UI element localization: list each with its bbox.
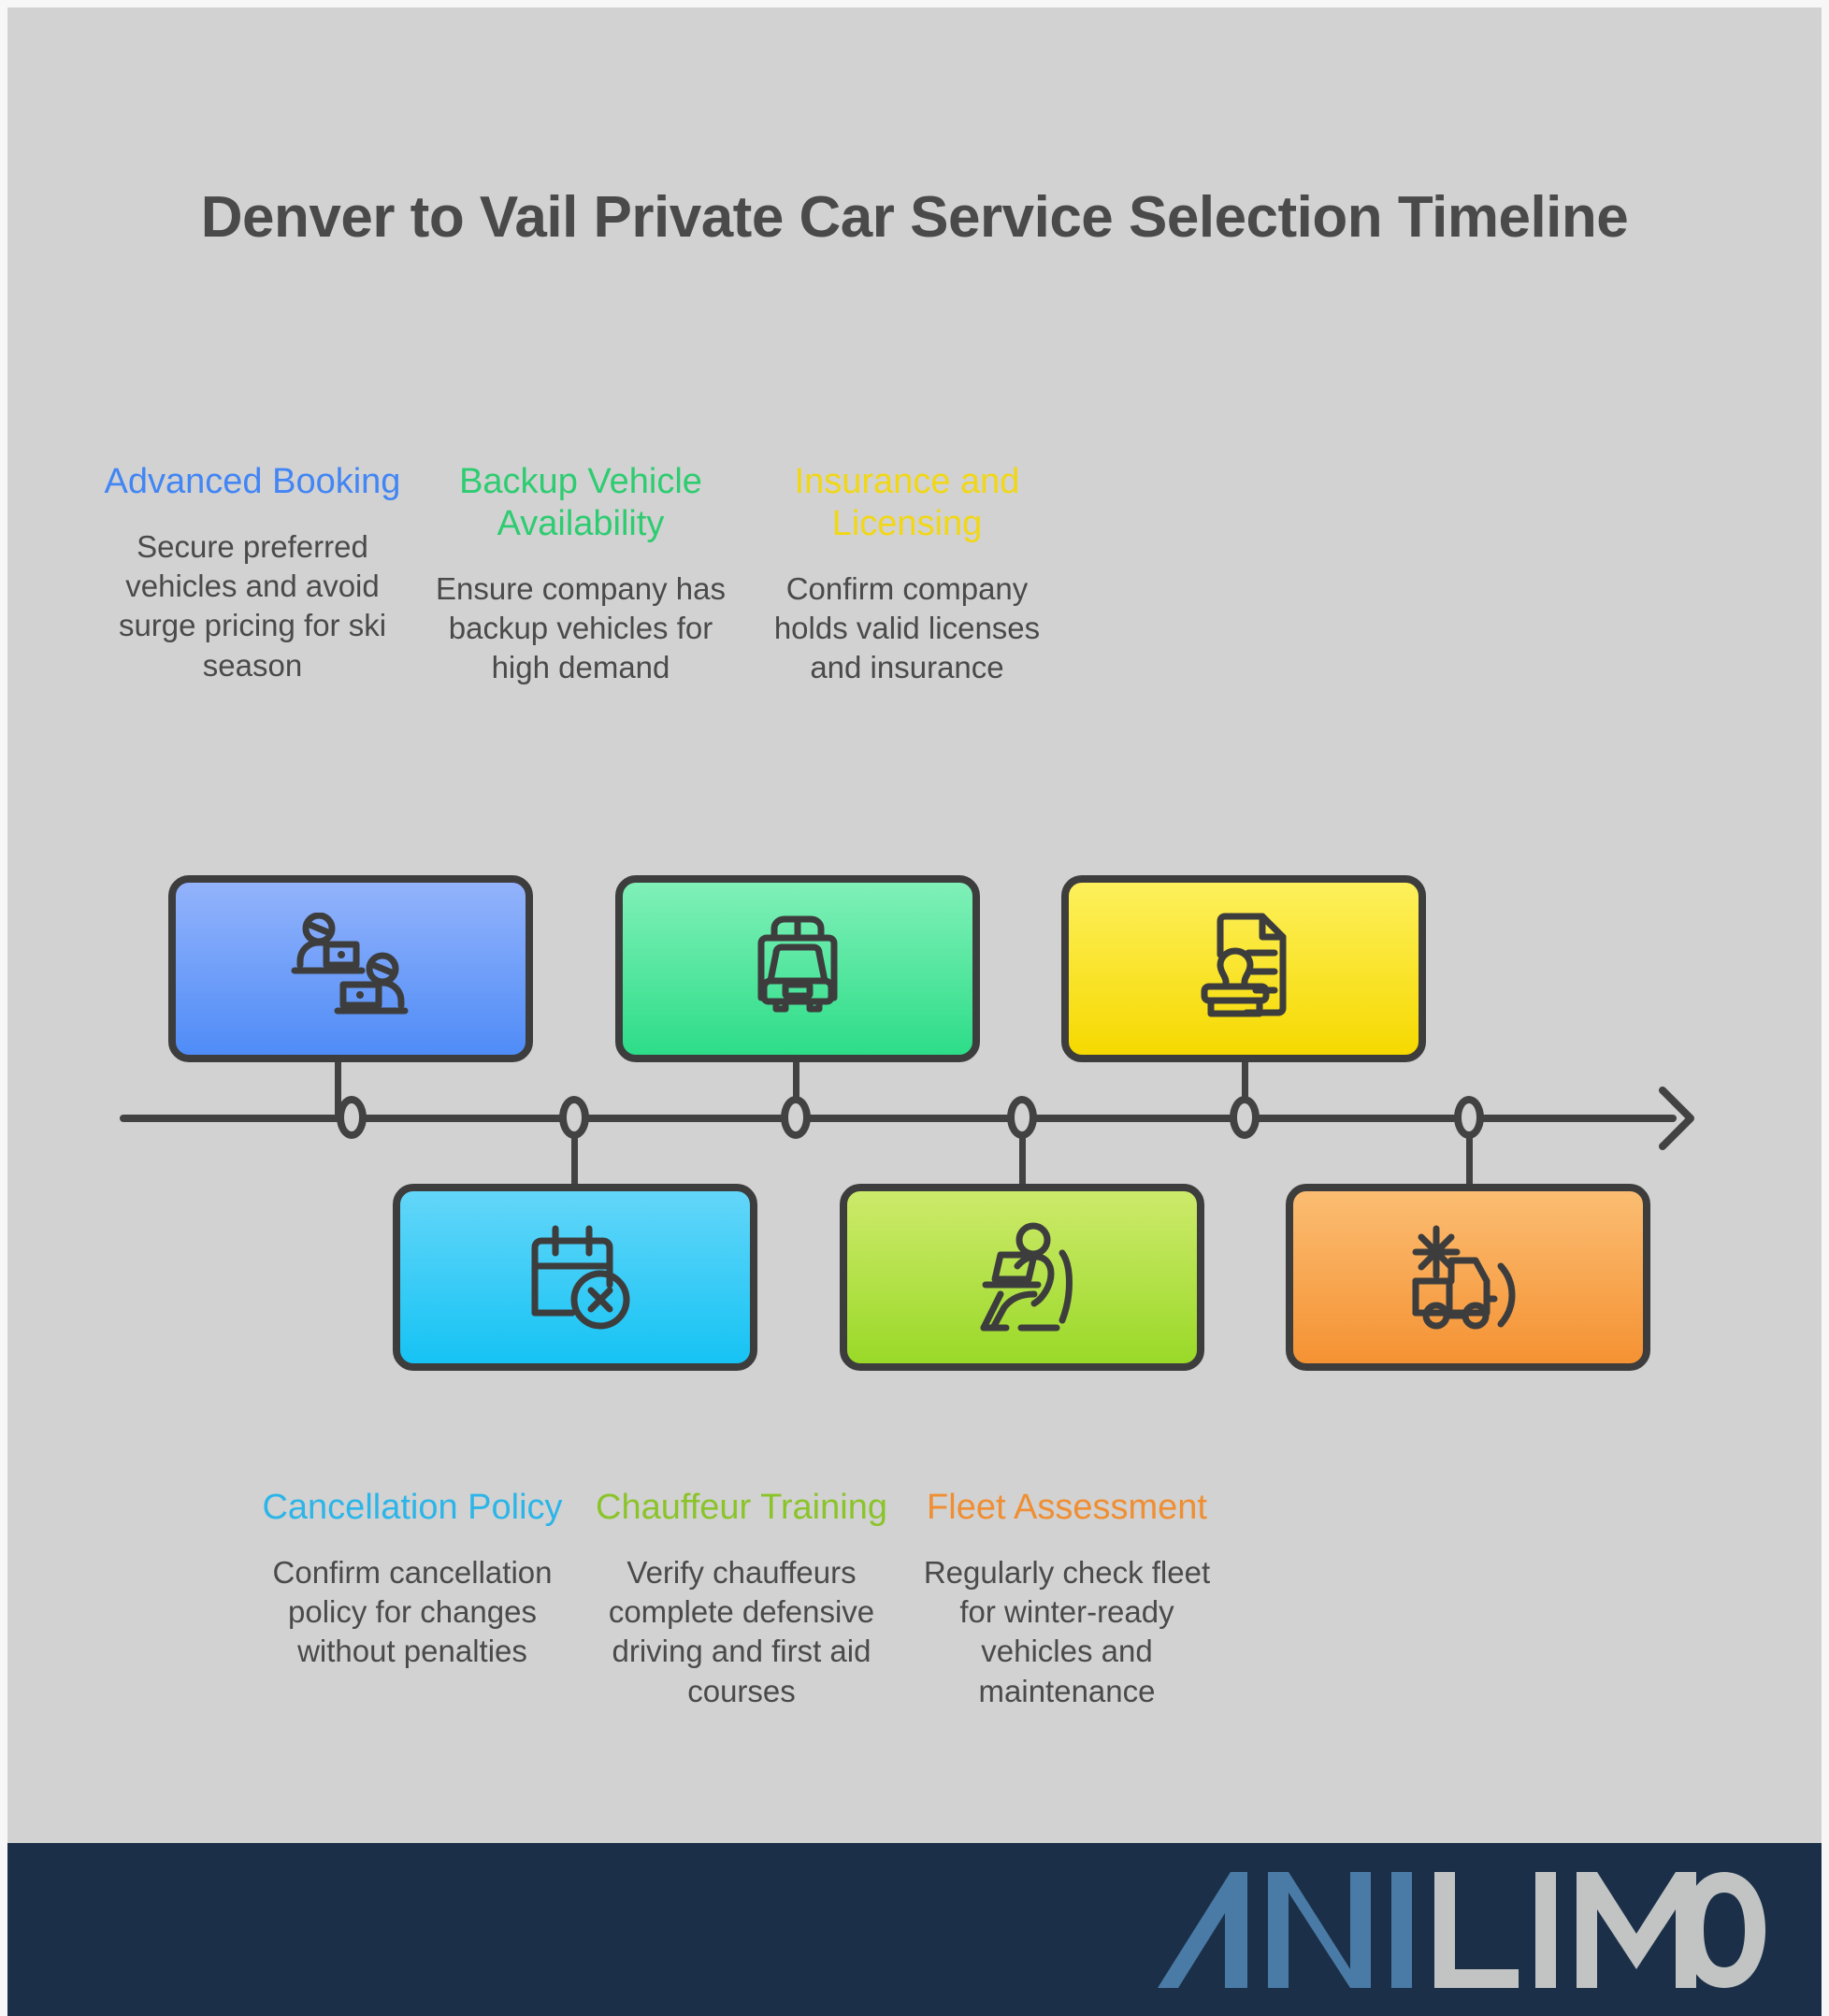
calendar-cancel-icon [514,1219,636,1336]
connector-line [1242,1062,1248,1118]
step-text-insurance-licensing: Insurance and Licensing Confirm company … [753,461,1061,687]
step-text-advanced-booking: Advanced Booking Secure preferred vehicl… [98,461,407,685]
timeline-axis [120,1115,1677,1122]
step-heading: Chauffeur Training [596,1488,887,1527]
brand-logo[interactable] [1158,1860,1775,2000]
step-description: Ensure company has backup vehicles for h… [435,570,726,685]
step-heading: Cancellation Policy [262,1488,563,1527]
connector-line [571,1116,578,1187]
step-card-fleet-assessment[interactable] [1286,1184,1650,1371]
step-description: Secure preferred vehicles and avoid surg… [118,528,387,683]
timeline-marker [1007,1096,1037,1139]
step-card-insurance-licensing[interactable] [1061,875,1426,1062]
step-card-advanced-booking[interactable] [168,875,533,1062]
step-description: Confirm cancellation policy for changes … [272,1554,553,1669]
connector-line [1466,1116,1473,1187]
step-description: Confirm company holds valid licenses and… [773,570,1041,685]
timeline-marker [1454,1096,1484,1139]
step-text-cancellation-policy: Cancellation Policy Confirm cancellation… [258,1487,567,1672]
infographic-canvas: Denver to Vail Private Car Service Selec… [7,7,1822,2016]
connector-line [793,1062,799,1118]
snow-plow-truck-icon [1403,1219,1534,1336]
stamped-document-icon [1183,908,1304,1030]
step-text-backup-vehicle: Backup Vehicle Availability Ensure compa… [426,461,735,687]
step-description: Verify chauffeurs complete defensive dri… [608,1554,875,1708]
connector-line [335,1062,341,1118]
step-text-fleet-assessment: Fleet Assessment Regularly check fleet f… [913,1487,1221,1711]
van-front-icon [737,908,858,1030]
step-heading: Advanced Booking [104,462,401,501]
footer-bar [7,1843,1822,2016]
people-at-laptops-icon [285,913,416,1025]
step-description: Regularly check fleet for winter-ready v… [923,1554,1211,1708]
step-heading: Fleet Assessment [927,1488,1207,1527]
timeline-marker [337,1096,367,1139]
step-card-cancellation-policy[interactable] [393,1184,757,1371]
step-heading: Backup Vehicle Availability [459,462,702,543]
connector-line [1019,1116,1026,1187]
page-title: Denver to Vail Private Car Service Selec… [200,185,1629,250]
timeline-marker [781,1096,811,1139]
step-text-chauffeur-training: Chauffeur Training Verify chauffeurs com… [587,1487,896,1711]
seated-person-laptop-icon [959,1219,1086,1336]
timeline-marker [559,1096,589,1139]
timeline-marker [1230,1096,1260,1139]
step-heading: Insurance and Licensing [794,462,1020,543]
step-card-backup-vehicle[interactable] [615,875,980,1062]
anilimo-logomark-icon [1158,1872,1765,1988]
step-card-chauffeur-training[interactable] [840,1184,1204,1371]
timeline-arrow-icon [1653,1083,1702,1154]
